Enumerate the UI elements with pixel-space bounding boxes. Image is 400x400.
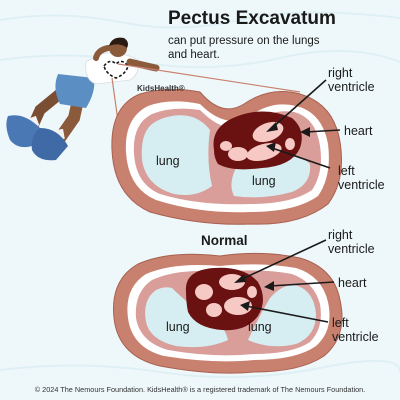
brand-logo-text: KidsHealth® <box>137 84 185 93</box>
pointer-right-ventricle <box>239 239 327 281</box>
child-shorts <box>55 74 95 108</box>
pointer-heart <box>269 281 335 287</box>
label-line: ventricle <box>338 178 385 192</box>
top-pointer-lines <box>271 79 341 169</box>
label-heart: heart <box>338 276 367 290</box>
arrow-head <box>264 281 274 291</box>
heart-chamber <box>228 147 248 161</box>
arrow-head <box>266 122 278 132</box>
heart-chamber <box>195 284 213 300</box>
label-right-ventricle: right ventricle <box>328 66 375 94</box>
lung-right <box>248 285 316 347</box>
child-arm <box>93 45 111 61</box>
normal-cross-section <box>113 252 343 374</box>
right-ventricle-chamber <box>219 274 245 290</box>
arrow-head <box>240 301 250 311</box>
pectus-cross-section <box>111 88 342 225</box>
label-line: right <box>328 228 353 242</box>
child-arm <box>126 58 160 72</box>
pointer-heart <box>305 129 341 133</box>
label-lung-right: lung <box>252 174 276 188</box>
label-lung-left: lung <box>166 320 190 334</box>
child-shoe-front <box>31 128 68 161</box>
arrow-head <box>300 127 310 137</box>
normal-heading: Normal <box>201 233 248 248</box>
label-line: ventricle <box>328 80 375 94</box>
label-right-ventricle: right ventricle <box>328 228 375 256</box>
diagram-subtitle: can put pressure on the lungs and heart. <box>168 35 320 61</box>
pointer-left-ventricle <box>271 147 331 169</box>
copyright-footer: © 2024 The Nemours Foundation. KidsHealt… <box>34 385 366 394</box>
background-wave-pattern <box>0 11 400 379</box>
label-lung-left: lung <box>156 154 180 168</box>
bottom-pointer-lines <box>239 239 335 323</box>
lung-left <box>141 115 212 195</box>
heart-chamber <box>285 138 295 150</box>
label-left-ventricle: left ventricle <box>332 316 379 344</box>
child-hair <box>109 37 128 48</box>
arrow-head <box>234 274 246 283</box>
label-line: right <box>328 66 353 80</box>
child-shoe-back <box>6 115 40 148</box>
heart-chamber <box>247 286 257 298</box>
label-line: ventricle <box>332 330 379 344</box>
label-left-ventricle: left ventricle <box>338 164 385 192</box>
pointer-right-ventricle <box>271 79 327 129</box>
left-ventricle-chamber <box>224 297 252 315</box>
lung-left <box>145 287 228 348</box>
chest-indent-marker <box>103 60 129 79</box>
pointer-left-ventricle <box>245 305 329 323</box>
label-heart: heart <box>344 124 373 138</box>
heart-chamber <box>206 303 222 317</box>
label-line: left <box>332 316 349 330</box>
child-figure <box>6 37 160 161</box>
heart-chamber <box>220 141 232 151</box>
label-lung-right: lung <box>248 320 272 334</box>
label-line: left <box>338 164 355 178</box>
arrow-head <box>266 142 276 152</box>
diagram-title: Pectus Excavatum <box>168 8 336 29</box>
label-line: ventricle <box>328 242 375 256</box>
